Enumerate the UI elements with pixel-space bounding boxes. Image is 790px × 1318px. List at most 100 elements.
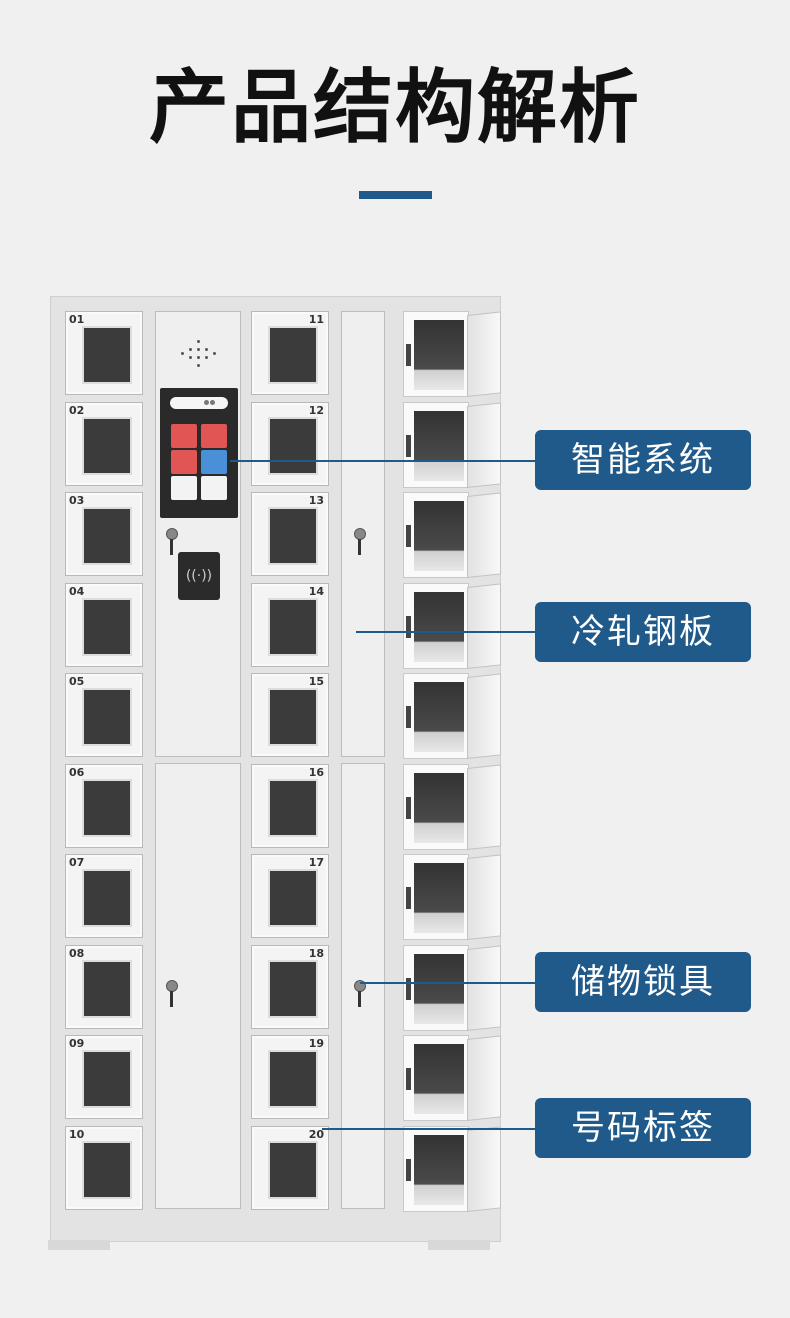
locker-door[interactable]: 16	[251, 763, 329, 848]
locker-door[interactable]: 02	[65, 401, 143, 486]
screen-tile[interactable]	[201, 424, 227, 448]
open-door-leaf[interactable]	[467, 582, 501, 669]
locker-door[interactable]: 07	[65, 854, 143, 938]
locker-door[interactable]: 15	[251, 673, 329, 757]
rfid-reader-icon[interactable]: ((·))	[178, 552, 220, 600]
callout-smart-system: 智能系统	[535, 430, 751, 490]
locker-number-label: 14	[308, 584, 324, 598]
latch-icon	[406, 706, 411, 728]
locker-door[interactable]: 06	[65, 763, 143, 848]
open-door-leaf[interactable]	[467, 673, 501, 759]
callout-line	[356, 631, 535, 633]
open-compartment[interactable]	[403, 401, 469, 488]
callout-line	[230, 460, 535, 462]
locker-number-label: 10	[69, 1127, 85, 1141]
locker-number-label: 12	[308, 403, 324, 417]
locker-door[interactable]: 12	[251, 401, 329, 486]
locker-window	[82, 688, 132, 746]
locker-window	[268, 326, 318, 384]
locker-number-label: 18	[308, 946, 324, 960]
cabinet-foot	[48, 1240, 110, 1250]
screen-tile[interactable]	[171, 424, 197, 448]
compartment-interior	[414, 591, 464, 662]
compartment-interior	[414, 1044, 464, 1114]
locker-door[interactable]: 13	[251, 492, 329, 576]
locker-door[interactable]: 17	[251, 854, 329, 938]
cabinet-foot	[428, 1240, 490, 1250]
compartment-interior	[414, 953, 464, 1024]
locker-window	[82, 1050, 132, 1108]
screen-tile[interactable]	[171, 476, 197, 500]
latch-icon	[406, 434, 411, 457]
open-compartment[interactable]	[403, 492, 469, 578]
open-door-leaf[interactable]	[467, 763, 501, 850]
locker-window	[82, 326, 132, 384]
side-panel-upper	[341, 311, 385, 757]
open-compartment[interactable]	[403, 582, 469, 669]
open-door-leaf[interactable]	[467, 492, 501, 578]
locker-door[interactable]: 09	[65, 1035, 143, 1119]
screen-header	[170, 397, 228, 409]
latch-icon	[406, 344, 411, 366]
screen-tile[interactable]	[201, 476, 227, 500]
open-door-leaf[interactable]	[467, 1035, 501, 1121]
locker-window	[268, 869, 318, 927]
open-compartment[interactable]	[403, 944, 469, 1031]
callout-steel-plate: 冷轧钢板	[535, 602, 751, 662]
open-compartment[interactable]	[403, 311, 469, 397]
locker-number-label: 02	[69, 403, 85, 417]
locker-door[interactable]: 04	[65, 582, 143, 667]
compartment-interior	[414, 501, 464, 571]
locker-door[interactable]: 14	[251, 582, 329, 667]
open-door-leaf[interactable]	[467, 854, 501, 940]
locker-window	[268, 959, 318, 1018]
side-panel-lower	[341, 763, 385, 1209]
locker-door[interactable]: 01	[65, 311, 143, 395]
locker-window	[268, 688, 318, 746]
open-door-leaf[interactable]	[467, 1125, 501, 1212]
locker-window	[268, 778, 318, 837]
screen-tile[interactable]	[171, 450, 197, 474]
callout-line	[360, 982, 535, 984]
title-underline	[359, 191, 432, 199]
camera-icon	[210, 400, 215, 405]
locker-number-label: 13	[308, 494, 324, 507]
locker-window	[268, 597, 318, 656]
lock-icon[interactable]	[166, 528, 178, 558]
callout-number-label: 号码标签	[535, 1098, 751, 1158]
locker-door[interactable]: 11	[251, 311, 329, 395]
open-compartment[interactable]	[403, 1125, 469, 1212]
screen-tile[interactable]	[201, 450, 227, 474]
locker-door[interactable]: 03	[65, 492, 143, 576]
locker-window	[268, 416, 318, 475]
lock-icon[interactable]	[166, 980, 178, 1010]
open-compartment[interactable]	[403, 854, 469, 940]
open-compartment[interactable]	[403, 1035, 469, 1121]
camera-icon	[204, 400, 209, 405]
compartment-interior	[414, 320, 464, 390]
open-door-leaf[interactable]	[467, 944, 501, 1031]
latch-icon	[406, 1158, 411, 1181]
locker-number-label: 11	[308, 313, 324, 326]
locker-door[interactable]: 19	[251, 1035, 329, 1119]
locker-door[interactable]: 20	[251, 1125, 329, 1210]
open-compartment[interactable]	[403, 673, 469, 759]
open-door-leaf[interactable]	[467, 401, 501, 488]
locker-number-label: 16	[308, 765, 324, 779]
touch-screen[interactable]	[160, 388, 238, 518]
locker-number-label: 05	[69, 675, 85, 688]
locker-number-label: 04	[69, 584, 85, 598]
locker-door[interactable]: 05	[65, 673, 143, 757]
locker-number-label: 17	[308, 856, 324, 869]
lock-icon[interactable]	[354, 528, 366, 558]
lock-icon[interactable]	[354, 980, 366, 1010]
locker-door[interactable]: 08	[65, 944, 143, 1029]
compartment-interior	[414, 682, 464, 752]
locker-window	[82, 778, 132, 837]
latch-icon	[406, 615, 411, 638]
locker-door[interactable]: 18	[251, 944, 329, 1029]
open-door-leaf[interactable]	[467, 311, 501, 397]
open-compartment[interactable]	[403, 763, 469, 850]
compartment-interior	[414, 410, 464, 481]
locker-door[interactable]: 10	[65, 1125, 143, 1210]
